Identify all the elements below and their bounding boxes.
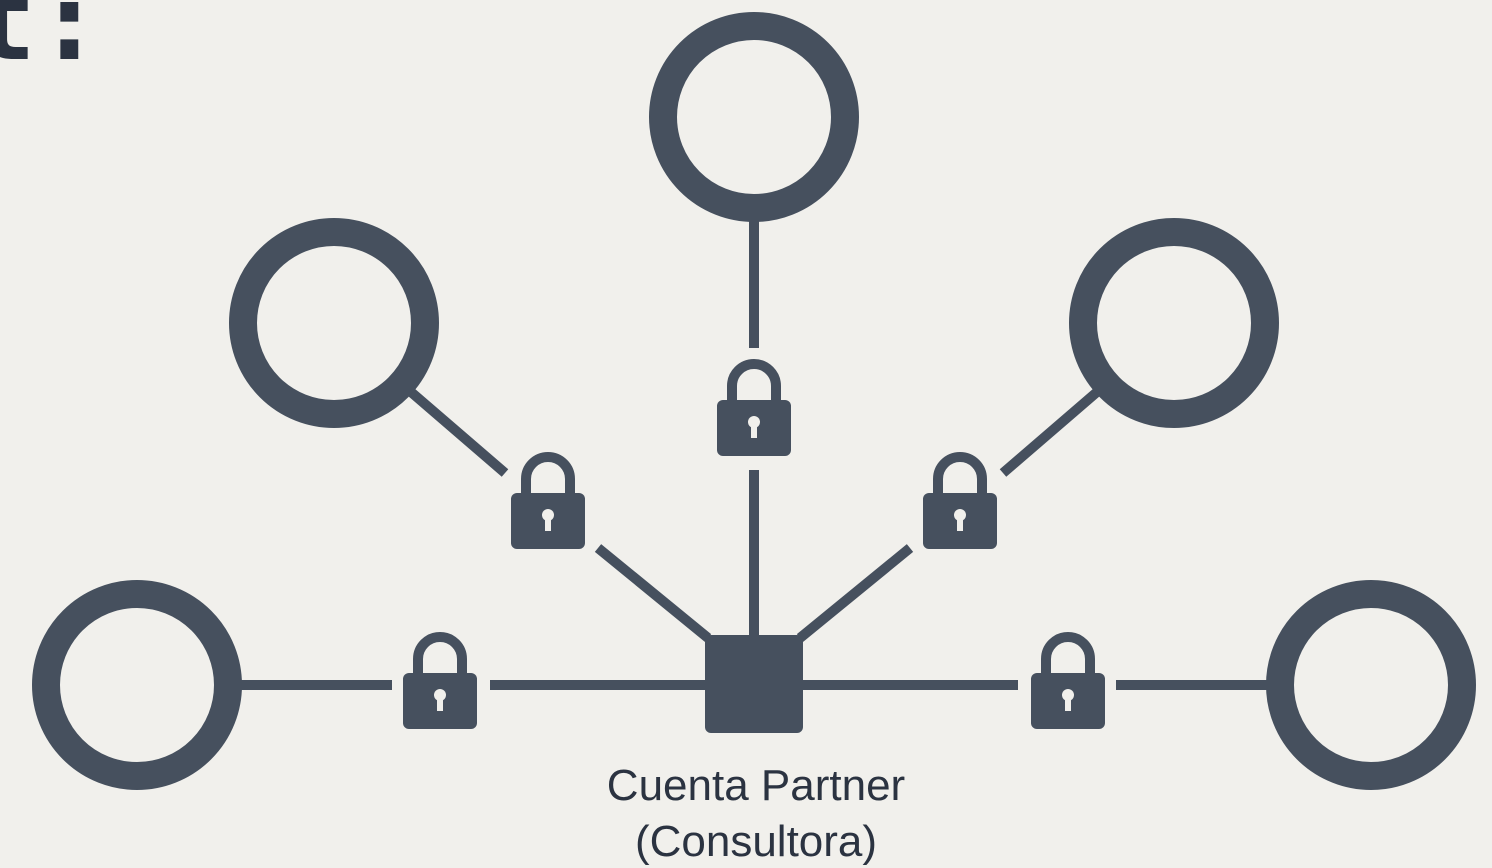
hub-label-line2: (Consultora) [634, 817, 878, 866]
padlock-icon-upper-left [511, 452, 585, 549]
partner-hub-box [705, 635, 803, 733]
padlock-shackle [1041, 632, 1095, 677]
connector-upper-right-1 [999, 388, 1101, 477]
padlock-icon-top [717, 359, 791, 456]
node-circle-upper-left [229, 218, 439, 428]
padlock-icon-right [1031, 632, 1105, 729]
padlock-keyhole-slot [957, 517, 963, 531]
hub-label-line1: Cuenta Partner [606, 761, 906, 810]
connector-lines [235, 220, 1273, 690]
account-nodes [32, 12, 1476, 790]
connector-upper-left-2 [594, 544, 712, 642]
hub-label: Cuenta Partner (Consultora) [556, 758, 956, 868]
padlock-icon-left [403, 632, 477, 729]
padlock-shackle [413, 632, 467, 677]
cropped-title-fragment: t: [0, 0, 103, 85]
node-circle-upper-right [1069, 218, 1279, 428]
padlock-keyhole-slot [751, 424, 757, 438]
node-circle-left [32, 580, 242, 790]
padlock-keyhole-slot [437, 697, 443, 711]
padlock-shackle [933, 452, 987, 497]
connector-upper-right-2 [796, 544, 914, 642]
lock-icons [403, 359, 1105, 729]
node-circle-right [1266, 580, 1476, 790]
padlock-keyhole-slot [1065, 697, 1071, 711]
padlock-shackle [727, 359, 781, 404]
connector-upper-left-1 [407, 388, 509, 477]
padlock-icon-upper-right [923, 452, 997, 549]
node-circle-top [649, 12, 859, 222]
padlock-keyhole-slot [545, 517, 551, 531]
padlock-shackle [521, 452, 575, 497]
